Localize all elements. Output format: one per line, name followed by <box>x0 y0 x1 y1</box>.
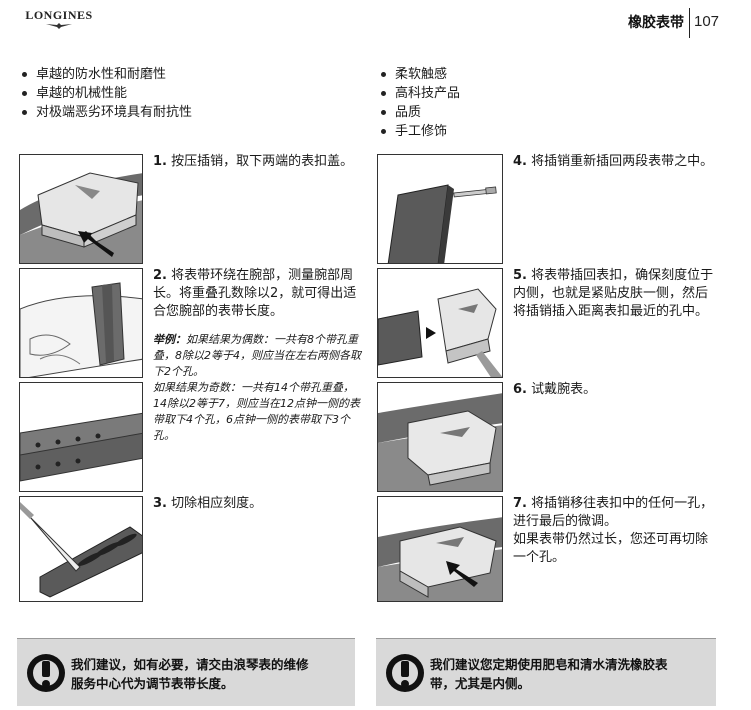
step1-text: 1. 按压插销，取下两端的表扣盖。 <box>153 154 354 169</box>
step5-text: 5. 将表带插回表扣，确保刻度位于内侧，也就是紧贴皮肤一侧，然后将插销插入距离表… <box>513 268 714 319</box>
step7-text: 7. 将插销移往表扣中的任何一孔，进行最后的微调。 如果表带仍然过长，您还可再切… <box>513 496 714 565</box>
step3-text: 3. 切除相应刻度。 <box>153 496 263 511</box>
feature-item: 手工修饰 <box>379 122 460 141</box>
page-title: 橡胶表带 <box>628 15 684 31</box>
feature-item: 柔软触感 <box>379 65 460 84</box>
step6-illustration <box>377 382 503 492</box>
feature-item: 卓越的防水性和耐磨性 <box>20 65 192 84</box>
step4-text: 4. 将插销重新插回两段表带之中。 <box>513 154 714 169</box>
feature-item: 卓越的机械性能 <box>20 84 192 103</box>
longines-logo: LONGINES <box>22 8 112 32</box>
feature-item: 对极端恶劣环境具有耐抗性 <box>20 103 192 122</box>
step7-illustration <box>377 496 503 602</box>
exclamation-icon <box>386 654 424 692</box>
feature-item: 品质 <box>379 103 460 122</box>
warning-text: 我们建议您定期使用肥皂和清水清洗橡胶表 带，尤其是内侧。 <box>430 657 668 691</box>
warning-box-service: 我们建议，如有必要，请交由浪琴表的维修 服务中心代为调节表带长度。 <box>17 638 355 706</box>
step2-example: 举例：如果结果为偶数：一共有8个带孔重叠，8除以2等于4，则应当在左右两侧各取下… <box>153 333 361 442</box>
step2-text: 2. 将表带环绕在腕部，测量腕部周长。将重叠孔数除以2，就可得出适合您腕部的表带… <box>153 268 357 319</box>
feature-item: 高科技产品 <box>379 84 460 103</box>
step3-illustration <box>19 496 143 602</box>
step4-illustration <box>377 154 503 264</box>
warning-box-cleaning: 我们建议您定期使用肥皂和清水清洗橡胶表 带，尤其是内侧。 <box>376 638 716 706</box>
winged-hourglass-icon <box>46 23 72 29</box>
step5-illustration <box>377 268 503 378</box>
exclamation-icon <box>27 654 65 692</box>
strap-overlap-illustration <box>19 382 143 492</box>
step6-text: 6. 试戴腕表。 <box>513 382 597 397</box>
feature-list-left: 卓越的防水性和耐磨性 卓越的机械性能 对极端恶劣环境具有耐抗性 <box>20 65 192 122</box>
header-divider <box>689 8 690 38</box>
step1-illustration <box>19 154 143 264</box>
step2-illustration <box>19 268 143 378</box>
brand-name: LONGINES <box>25 8 93 22</box>
warning-text: 我们建议，如有必要，请交由浪琴表的维修 服务中心代为调节表带长度。 <box>71 657 309 691</box>
page-number: 107 <box>694 13 720 30</box>
feature-list-right: 柔软触感 高科技产品 品质 手工修饰 <box>379 65 460 141</box>
